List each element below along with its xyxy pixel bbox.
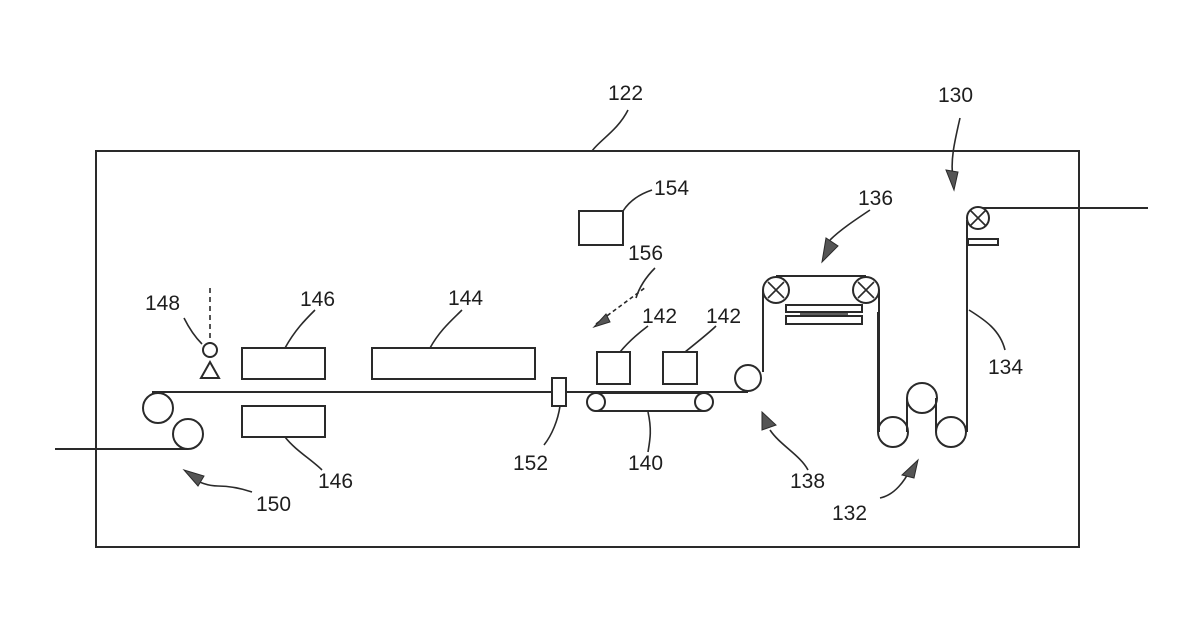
label-146-lower: 146 (318, 470, 353, 493)
label-146-upper: 146 (300, 288, 335, 311)
upper-block-box (242, 348, 325, 379)
controller-leader-line (623, 190, 652, 211)
label-150: 150 (256, 493, 291, 516)
unwind-leader-line (952, 118, 960, 178)
label-130: 130 (938, 84, 973, 107)
station-a-leader-line (620, 326, 648, 352)
sensor-symbol (201, 288, 219, 378)
outlet-rollers (143, 393, 203, 449)
enclosure-leader-line (592, 110, 628, 151)
press-arrowhead (822, 238, 838, 262)
clamp-box (552, 378, 566, 406)
press-leader-line (830, 210, 870, 240)
dancer-rollers (878, 383, 966, 447)
dancer-web-path (878, 312, 936, 432)
conveyor-belt (587, 393, 713, 411)
dancer-arrowhead (902, 460, 918, 478)
upper-block-leader-line (285, 310, 315, 348)
clamp-leader-line (544, 406, 560, 445)
unwind-brake-bar (968, 239, 998, 245)
guide-roller (735, 365, 761, 391)
label-138: 138 (790, 470, 825, 493)
web-leader-line (969, 310, 1005, 350)
guide-leader-line (770, 430, 808, 470)
label-136: 136 (858, 187, 893, 210)
unwind-roller (967, 207, 989, 229)
label-148: 148 (145, 292, 180, 315)
label-144: 144 (448, 287, 483, 310)
long-unit-box (372, 348, 535, 379)
label-122: 122 (608, 82, 643, 105)
unwind-arrowhead (946, 170, 958, 190)
label-134: 134 (988, 356, 1023, 379)
label-156: 156 (628, 242, 663, 265)
station-b-box (663, 352, 697, 384)
label-142-a: 142 (642, 305, 677, 328)
guide-arrowhead (762, 412, 776, 430)
conveyor-leader-line (648, 412, 650, 452)
label-140: 140 (628, 452, 663, 475)
label-142-b: 142 (706, 305, 741, 328)
station-a-box (597, 352, 630, 384)
label-152: 152 (513, 452, 548, 475)
link-leader-line (636, 268, 655, 298)
sensor-leader-line (184, 318, 202, 344)
lower-block-box (242, 406, 325, 437)
long-unit-leader-line (430, 310, 462, 348)
press-unit (763, 276, 879, 432)
label-154: 154 (654, 177, 689, 200)
station-b-leader-line (685, 326, 716, 352)
controller-box (579, 211, 623, 245)
lower-block-leader-line (285, 437, 322, 470)
label-132: 132 (832, 502, 867, 525)
